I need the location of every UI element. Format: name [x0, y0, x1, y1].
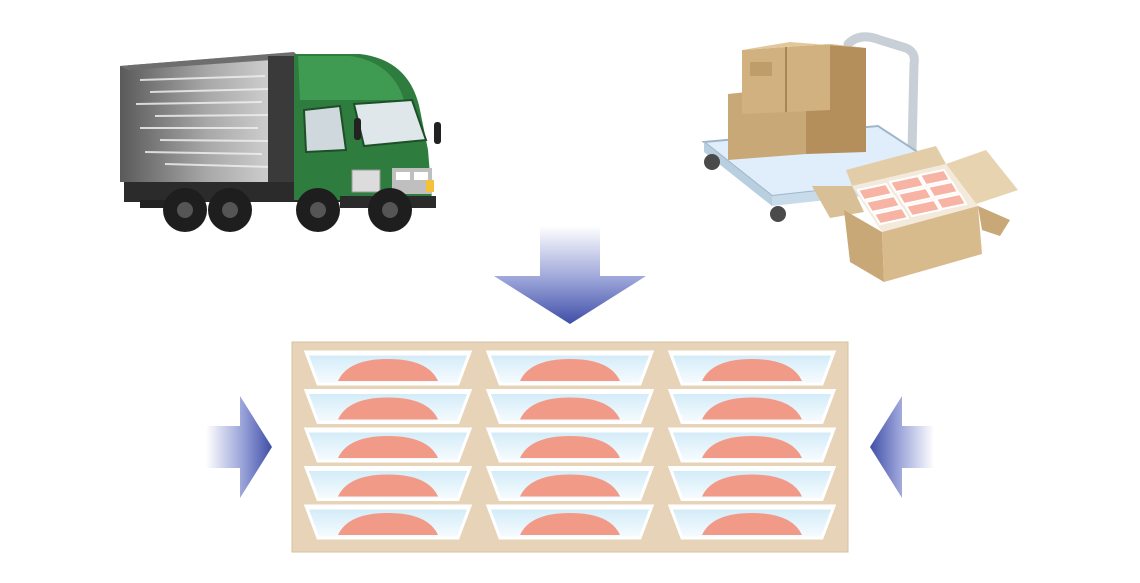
salmon-fillet: [702, 474, 802, 497]
fish-tray: [303, 466, 473, 501]
salmon-fillet: [338, 474, 438, 497]
salmon-fillet: [338, 436, 438, 458]
open-box-with-fillets-icon: [812, 146, 1018, 282]
fish-tray: [485, 427, 655, 463]
fish-tray: [667, 389, 837, 424]
fish-tray: [667, 350, 837, 386]
fish-tray: [667, 466, 837, 501]
fish-tray: [303, 504, 473, 540]
arrow-left-icon: [870, 396, 934, 498]
salmon-fillet: [702, 397, 802, 420]
salmon-fillet: [338, 513, 438, 535]
salmon-fillet: [702, 436, 802, 458]
salmon-fillet: [520, 513, 620, 535]
fish-tray: [303, 389, 473, 424]
fish-tray: [485, 389, 655, 424]
fish-tray: [485, 504, 655, 540]
salmon-fillet: [520, 474, 620, 497]
fish-tray: [303, 350, 473, 386]
salmon-fillet: [520, 359, 620, 381]
storage-rack: [291, 341, 849, 553]
arrow-right-icon: [206, 396, 272, 498]
fish-tray: [667, 427, 837, 463]
arrow-down-icon: [494, 226, 646, 324]
salmon-fillet: [520, 436, 620, 458]
fish-tray: [485, 466, 655, 501]
salmon-fillet: [702, 359, 802, 381]
salmon-fillet: [338, 397, 438, 420]
delivery-truck-icon: [120, 52, 441, 232]
fish-tray: [485, 350, 655, 386]
fish-tray: [667, 504, 837, 540]
salmon-fillet: [338, 359, 438, 381]
tray-grid: [303, 350, 837, 540]
fish-tray: [303, 427, 473, 463]
salmon-fillet: [702, 513, 802, 535]
salmon-fillet: [520, 397, 620, 420]
